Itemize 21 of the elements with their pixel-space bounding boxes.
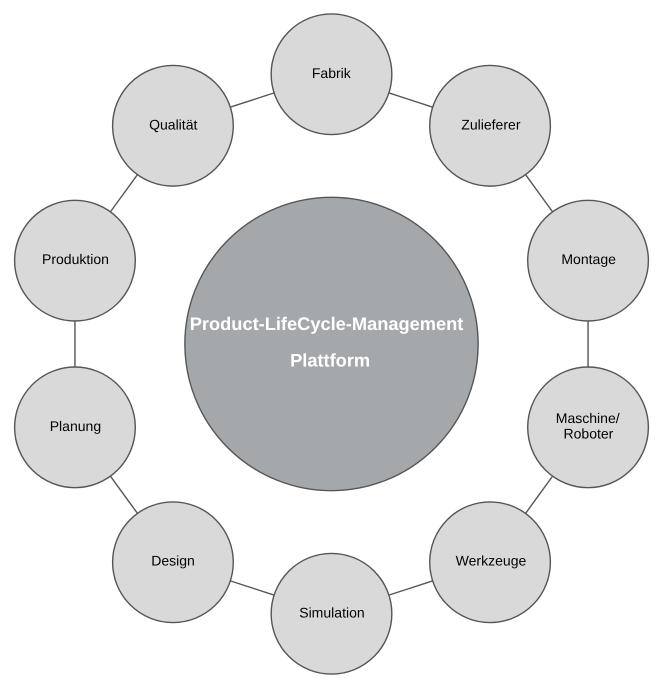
- connector: [110, 476, 138, 514]
- node-circle: Werkzeuge: [429, 501, 552, 624]
- connector: [110, 174, 138, 212]
- node-circle: Planung: [14, 366, 136, 488]
- connector: [525, 174, 553, 212]
- connector: [74, 321, 76, 366]
- connector: [388, 580, 432, 596]
- node-circle: Montage: [527, 200, 650, 322]
- node-circle: Product-LifeCycle-Management Plattform: [184, 196, 479, 492]
- node-circle: Simulation: [270, 552, 393, 675]
- connector: [525, 476, 553, 514]
- node-circle: Zulieferer: [429, 64, 552, 187]
- connector: [389, 92, 433, 108]
- connector: [587, 322, 589, 367]
- node-circle: Fabrik: [270, 13, 393, 136]
- node-circle: Produktion: [14, 200, 136, 322]
- node-circle: Design: [112, 501, 234, 624]
- connector: [230, 92, 274, 108]
- node-circle: Maschine/ Roboter: [527, 366, 650, 488]
- connector: [230, 580, 274, 596]
- node-circle: Qualität: [112, 64, 234, 187]
